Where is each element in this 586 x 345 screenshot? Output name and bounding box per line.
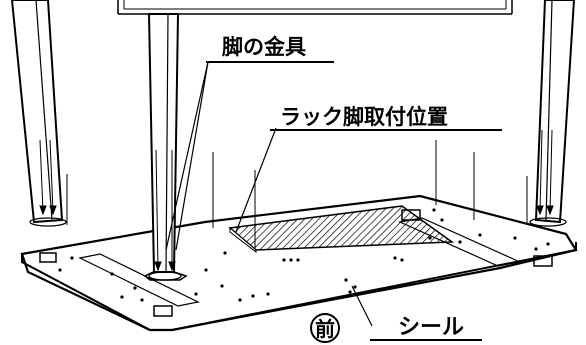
leg-back-right	[529, 0, 576, 227]
rack-leg-position-label: ラック脚取付位置	[280, 105, 448, 129]
leg-back-left	[10, 0, 67, 227]
leader-lines	[165, 61, 373, 327]
insertion-arrows	[39, 129, 554, 272]
seal-label: シール	[398, 315, 464, 340]
base-plate	[20, 194, 578, 332]
front-label: 前	[315, 317, 335, 341]
front-marker: 前	[310, 313, 340, 343]
leg-bracket-label: 脚の金具	[222, 35, 306, 59]
guide-lines	[66, 140, 528, 250]
leg-front-left	[143, 13, 188, 281]
rack-leg-mount-area	[228, 205, 455, 254]
rack-frame-edge	[117, 0, 513, 15]
